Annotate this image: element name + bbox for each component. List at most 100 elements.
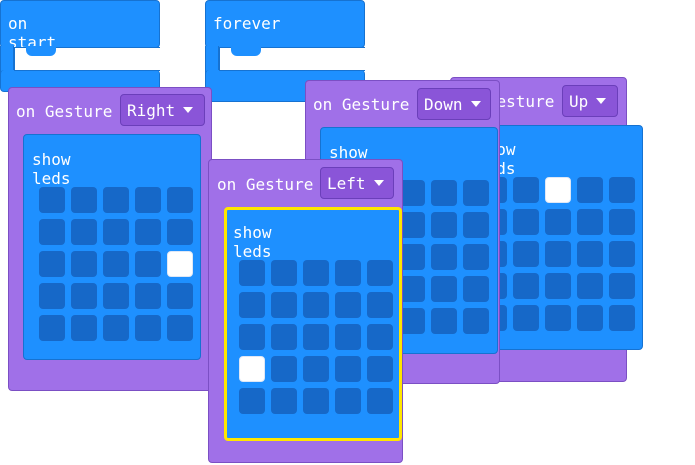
led-cell[interactable] — [39, 315, 65, 341]
led-cell[interactable] — [463, 244, 489, 270]
gesture-up-led-grid — [481, 177, 635, 331]
led-cell[interactable] — [335, 356, 361, 382]
led-cell[interactable] — [609, 305, 635, 331]
led-cell[interactable] — [271, 324, 297, 350]
led-cell[interactable] — [71, 283, 97, 309]
led-cell[interactable] — [431, 276, 457, 302]
led-cell[interactable] — [271, 260, 297, 286]
led-cell[interactable] — [463, 276, 489, 302]
led-cell[interactable] — [167, 219, 193, 245]
led-cell[interactable] — [545, 305, 571, 331]
led-cell[interactable] — [303, 356, 329, 382]
led-cell[interactable] — [367, 356, 393, 382]
led-cell[interactable] — [135, 315, 161, 341]
led-cell[interactable] — [167, 187, 193, 213]
led-cell[interactable] — [513, 241, 539, 267]
led-cell[interactable] — [303, 324, 329, 350]
led-cell[interactable] — [39, 219, 65, 245]
led-cell[interactable] — [335, 324, 361, 350]
led-cell[interactable] — [71, 251, 97, 277]
led-cell[interactable] — [367, 324, 393, 350]
led-cell[interactable] — [303, 260, 329, 286]
led-cell[interactable] — [103, 283, 129, 309]
led-cell[interactable] — [335, 260, 361, 286]
led-cell[interactable] — [463, 212, 489, 238]
led-cell[interactable] — [39, 187, 65, 213]
led-cell[interactable] — [335, 292, 361, 318]
led-cell[interactable] — [71, 219, 97, 245]
gesture-right-led-grid — [39, 187, 193, 341]
led-cell[interactable] — [399, 180, 425, 206]
led-cell[interactable] — [545, 209, 571, 235]
led-cell[interactable] — [609, 209, 635, 235]
led-cell[interactable] — [103, 187, 129, 213]
led-cell[interactable] — [463, 180, 489, 206]
led-cell[interactable] — [513, 177, 539, 203]
led-cell[interactable] — [239, 260, 265, 286]
led-cell[interactable] — [431, 308, 457, 334]
led-cell[interactable] — [39, 251, 65, 277]
led-cell[interactable] — [399, 276, 425, 302]
gesture-down-dropdown[interactable]: Down — [417, 88, 491, 120]
led-cell[interactable] — [135, 187, 161, 213]
gesture-left-dropdown[interactable]: Left — [320, 167, 394, 199]
gesture-down-option: Down — [424, 94, 463, 114]
led-cell[interactable] — [399, 212, 425, 238]
led-cell[interactable] — [463, 308, 489, 334]
led-cell[interactable] — [513, 273, 539, 299]
led-cell[interactable] — [135, 251, 161, 277]
led-cell[interactable] — [577, 177, 603, 203]
led-cell[interactable] — [513, 209, 539, 235]
chevron-down-icon — [183, 107, 194, 113]
led-cell[interactable] — [577, 305, 603, 331]
led-cell[interactable] — [167, 315, 193, 341]
led-cell[interactable] — [431, 212, 457, 238]
led-cell[interactable] — [577, 241, 603, 267]
led-cell[interactable] — [545, 273, 571, 299]
led-cell[interactable] — [39, 283, 65, 309]
led-cell[interactable] — [135, 219, 161, 245]
led-cell[interactable] — [545, 177, 571, 203]
led-cell[interactable] — [239, 292, 265, 318]
led-cell[interactable] — [103, 219, 129, 245]
led-cell[interactable] — [239, 388, 265, 414]
led-cell[interactable] — [367, 292, 393, 318]
led-cell[interactable] — [431, 180, 457, 206]
gesture-right-dropdown[interactable]: Right — [120, 94, 205, 126]
gesture-up-dropdown[interactable]: Up — [562, 85, 618, 117]
led-cell[interactable] — [271, 356, 297, 382]
led-cell[interactable] — [399, 308, 425, 334]
led-cell[interactable] — [103, 251, 129, 277]
led-cell[interactable] — [135, 283, 161, 309]
led-cell[interactable] — [271, 292, 297, 318]
led-cell[interactable] — [609, 273, 635, 299]
led-cell[interactable] — [71, 187, 97, 213]
led-cell[interactable] — [367, 260, 393, 286]
led-cell[interactable] — [303, 292, 329, 318]
led-cell[interactable] — [609, 177, 635, 203]
led-cell[interactable] — [303, 388, 329, 414]
gesture-left-option: Left — [327, 173, 366, 193]
forever-label: forever — [213, 14, 281, 33]
led-cell[interactable] — [335, 388, 361, 414]
gesture-right-show-label: show leds — [32, 150, 71, 188]
gesture-down-prefix: on Gesture — [313, 95, 410, 114]
led-cell[interactable] — [367, 388, 393, 414]
led-cell[interactable] — [609, 241, 635, 267]
led-cell[interactable] — [513, 305, 539, 331]
led-cell[interactable] — [71, 315, 97, 341]
led-cell[interactable] — [577, 209, 603, 235]
led-cell[interactable] — [545, 241, 571, 267]
led-cell[interactable] — [577, 273, 603, 299]
gesture-left-show-label: show leds — [233, 223, 272, 261]
led-cell[interactable] — [271, 388, 297, 414]
led-cell[interactable] — [399, 244, 425, 270]
led-cell[interactable] — [167, 251, 193, 277]
led-cell[interactable] — [239, 356, 265, 382]
led-cell[interactable] — [431, 244, 457, 270]
gesture-up-option: Up — [569, 91, 589, 111]
led-cell[interactable] — [167, 283, 193, 309]
led-cell[interactable] — [239, 324, 265, 350]
led-cell[interactable] — [103, 315, 129, 341]
on-start-hat[interactable] — [0, 0, 160, 48]
